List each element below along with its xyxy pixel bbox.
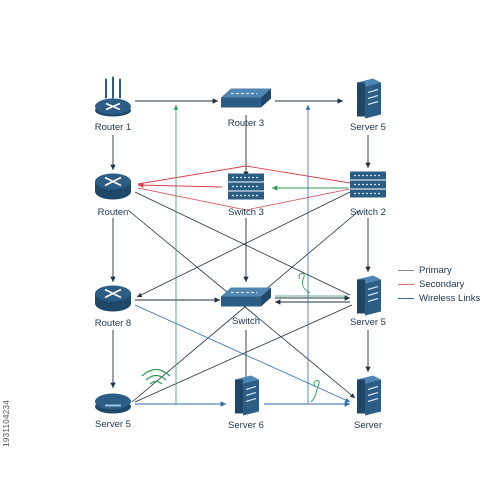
wireless-squiggle-2 — [310, 379, 320, 403]
link-secondary-switch3-routen — [137, 182, 223, 188]
router-round-icon — [91, 168, 135, 209]
node-routen — [91, 168, 135, 209]
node-label-switch3: Switch 3 — [228, 207, 264, 218]
node-switch — [219, 285, 273, 316]
wifi-signal-icon — [141, 368, 171, 385]
router-round-icon — [91, 280, 135, 321]
wireless-squiggle-1 — [298, 272, 311, 294]
link-secondary-routen-switch2 — [137, 165, 351, 185]
switch-stack-icon — [224, 172, 268, 209]
node-switch3 — [224, 172, 268, 209]
server-icon — [231, 374, 261, 423]
node-label-switch2: Switch 2 — [350, 207, 386, 218]
link-routen-server5b — [134, 191, 351, 296]
node-server5a — [353, 77, 383, 126]
link-router8-server — [134, 304, 351, 403]
node-server5c — [91, 387, 135, 422]
server-icon — [353, 374, 383, 423]
legend-swatch-wireless — [398, 297, 414, 299]
switch-flat-icon — [219, 285, 273, 316]
link-server5b-server5c — [134, 304, 353, 403]
wifi-router-icon — [91, 76, 135, 126]
legend: Primary Secondary Wireless Links — [398, 263, 480, 305]
legend-item-primary: Primary — [398, 263, 480, 277]
legend-item-wireless: Wireless Links — [398, 291, 480, 305]
switch-stack-icon — [346, 170, 390, 207]
node-label-server5a: Server 5 — [350, 122, 386, 133]
node-router8 — [91, 280, 135, 321]
server-icon — [353, 274, 383, 323]
legend-swatch-primary — [398, 269, 414, 271]
link-switch2-router8 — [136, 191, 351, 298]
node-label-routen: Routen — [97, 207, 129, 218]
node-router3 — [219, 86, 273, 117]
legend-label-primary: Primary — [419, 264, 452, 276]
node-server — [353, 374, 383, 423]
node-label-server6: Server 6 — [228, 420, 264, 431]
legend-label-wireless: Wireless Links — [419, 292, 481, 304]
node-label-server5b: Server 5 — [350, 317, 386, 328]
legend-item-secondary: Secondary — [398, 277, 480, 291]
legend-label-secondary: Secondary — [419, 278, 465, 290]
node-label-switch: Switch — [232, 316, 260, 327]
switch-flat-icon — [219, 86, 273, 117]
node-switch2 — [346, 170, 390, 207]
node-router1 — [91, 76, 135, 126]
node-label-router3: Router 3 — [227, 118, 265, 129]
node-label-server: Server — [354, 420, 382, 431]
node-label-server5c: Server 5 — [95, 419, 131, 430]
link-secondary-routen-switch2-lower — [137, 187, 351, 211]
node-server6 — [231, 374, 261, 423]
small-router-icon — [91, 387, 135, 422]
watermark-code: 1931104234 — [2, 400, 11, 447]
node-label-router1: Router 1 — [94, 122, 132, 133]
legend-swatch-secondary — [398, 283, 414, 285]
node-label-router8: Router 8 — [94, 318, 132, 329]
server-icon — [353, 77, 383, 126]
node-server5b — [353, 274, 383, 323]
